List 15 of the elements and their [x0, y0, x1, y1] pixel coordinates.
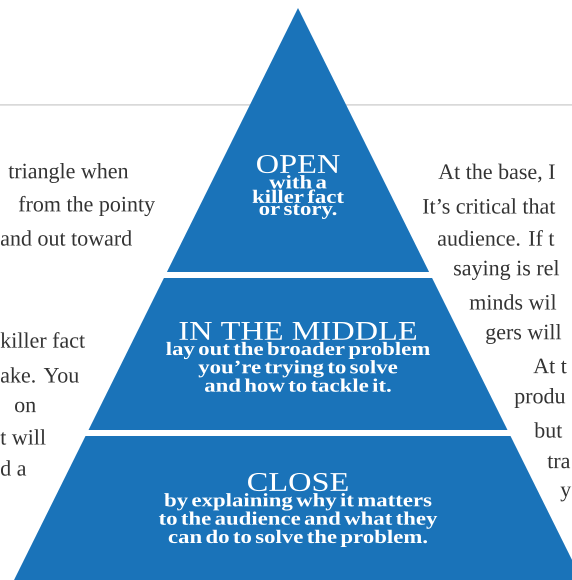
text-fragment: and out toward — [0, 230, 132, 246]
text-fragment: It’s critical that — [423, 198, 556, 214]
text-fragment: t will — [0, 429, 46, 445]
text-fragment: but — [534, 422, 562, 438]
text-fragment: on — [15, 402, 36, 412]
text-fragment: tra — [547, 456, 570, 468]
text-fragment: d a — [1, 460, 26, 476]
text-fragment: ake. You — [0, 367, 79, 383]
text-fragment: from the pointy — [18, 196, 155, 216]
text-fragment: saying is rel — [454, 260, 560, 280]
text-fragment: triangle when — [8, 163, 128, 183]
text-fragment: y — [560, 486, 572, 502]
text-fragment: At t — [533, 358, 567, 374]
text-fragment: produ — [514, 388, 566, 408]
text-fragment: audience. If t — [438, 230, 554, 246]
